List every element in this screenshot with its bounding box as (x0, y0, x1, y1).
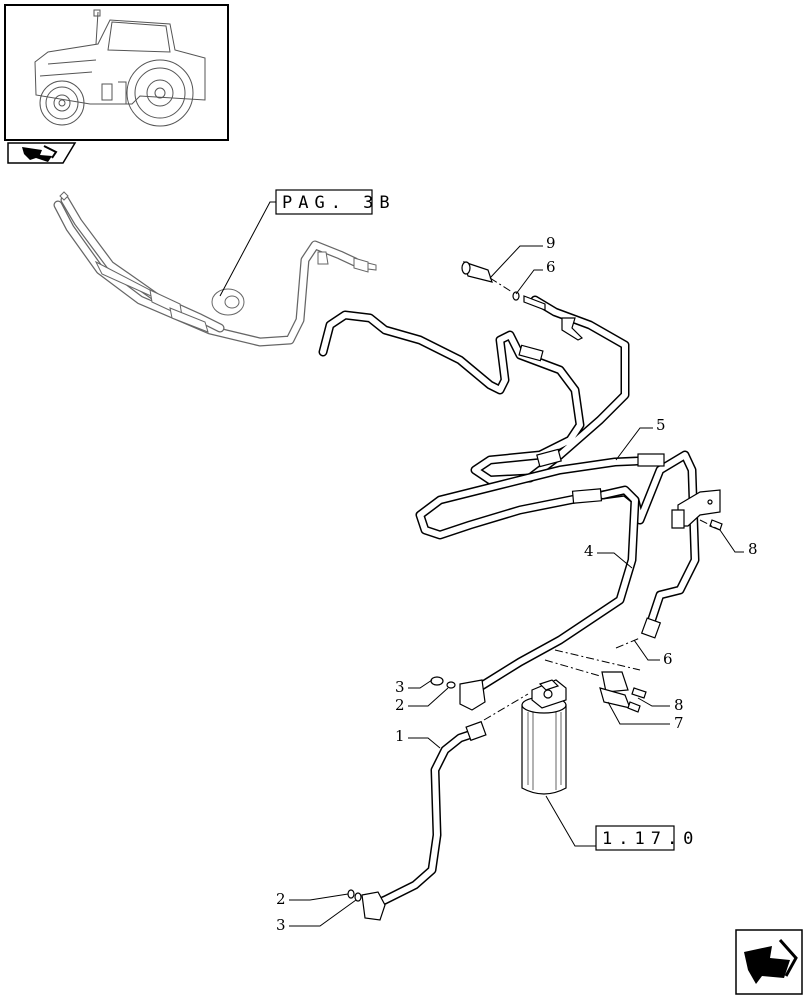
pipe-1 (367, 727, 483, 910)
svg-text:2: 2 (276, 890, 286, 908)
section-ref-text: 1.17.0 (602, 829, 699, 849)
svg-text:6: 6 (663, 650, 673, 668)
callout-2-bottom: 2 (276, 890, 349, 908)
reference-pipe-group (53, 191, 377, 347)
callout-2-top: 2 (395, 687, 449, 714)
svg-text:3: 3 (395, 678, 405, 696)
svg-text:8: 8 (748, 540, 758, 558)
pipe-couplings (465, 344, 665, 742)
tractor-thumbnail-icon[interactable] (4, 4, 229, 141)
connector-9 (461, 261, 584, 341)
ref-1-17-0[interactable]: 1.17.0 (545, 795, 699, 851)
svg-text:2: 2 (395, 696, 405, 714)
bracket-upper (671, 489, 723, 531)
svg-text:3: 3 (276, 916, 286, 934)
callout-4: 4 (584, 542, 633, 569)
callout-8-top: 8 (719, 529, 758, 558)
svg-text:9: 9 (546, 234, 556, 252)
svg-text:6: 6 (546, 258, 556, 276)
back-arrow-icon[interactable] (7, 142, 77, 164)
callout-5: 5 (615, 416, 666, 461)
svg-text:7: 7 (674, 714, 684, 732)
callout-8-bottom: 8 (637, 696, 684, 714)
svg-text:8: 8 (674, 696, 684, 714)
svg-text:1: 1 (395, 727, 405, 745)
pipe-4 (470, 485, 640, 695)
dash-lines (483, 519, 721, 721)
callout-3-bottom: 3 (276, 899, 357, 934)
callout-3-top: 3 (395, 678, 433, 696)
svg-text:4: 4 (584, 542, 594, 560)
callout-9: 9 (489, 234, 556, 279)
callout-7: 7 (607, 701, 684, 732)
pipe-upper-assembly (318, 295, 630, 485)
callout-6-bottom: 6 (633, 639, 673, 668)
receiver-drier (521, 679, 567, 795)
bracket-7 (544, 649, 647, 713)
svg-text:5: 5 (656, 416, 666, 434)
pag-ref-text: PAG. 3B (282, 193, 396, 213)
callout-6-top: 6 (515, 258, 556, 295)
coupling-upper (430, 676, 486, 711)
pipe-5 (415, 450, 700, 630)
next-page-arrow-icon[interactable] (735, 929, 803, 995)
ref-pag-3b[interactable]: PAG. 3B (219, 189, 396, 297)
coupling-lower (347, 889, 386, 921)
callout-1: 1 (395, 727, 441, 749)
